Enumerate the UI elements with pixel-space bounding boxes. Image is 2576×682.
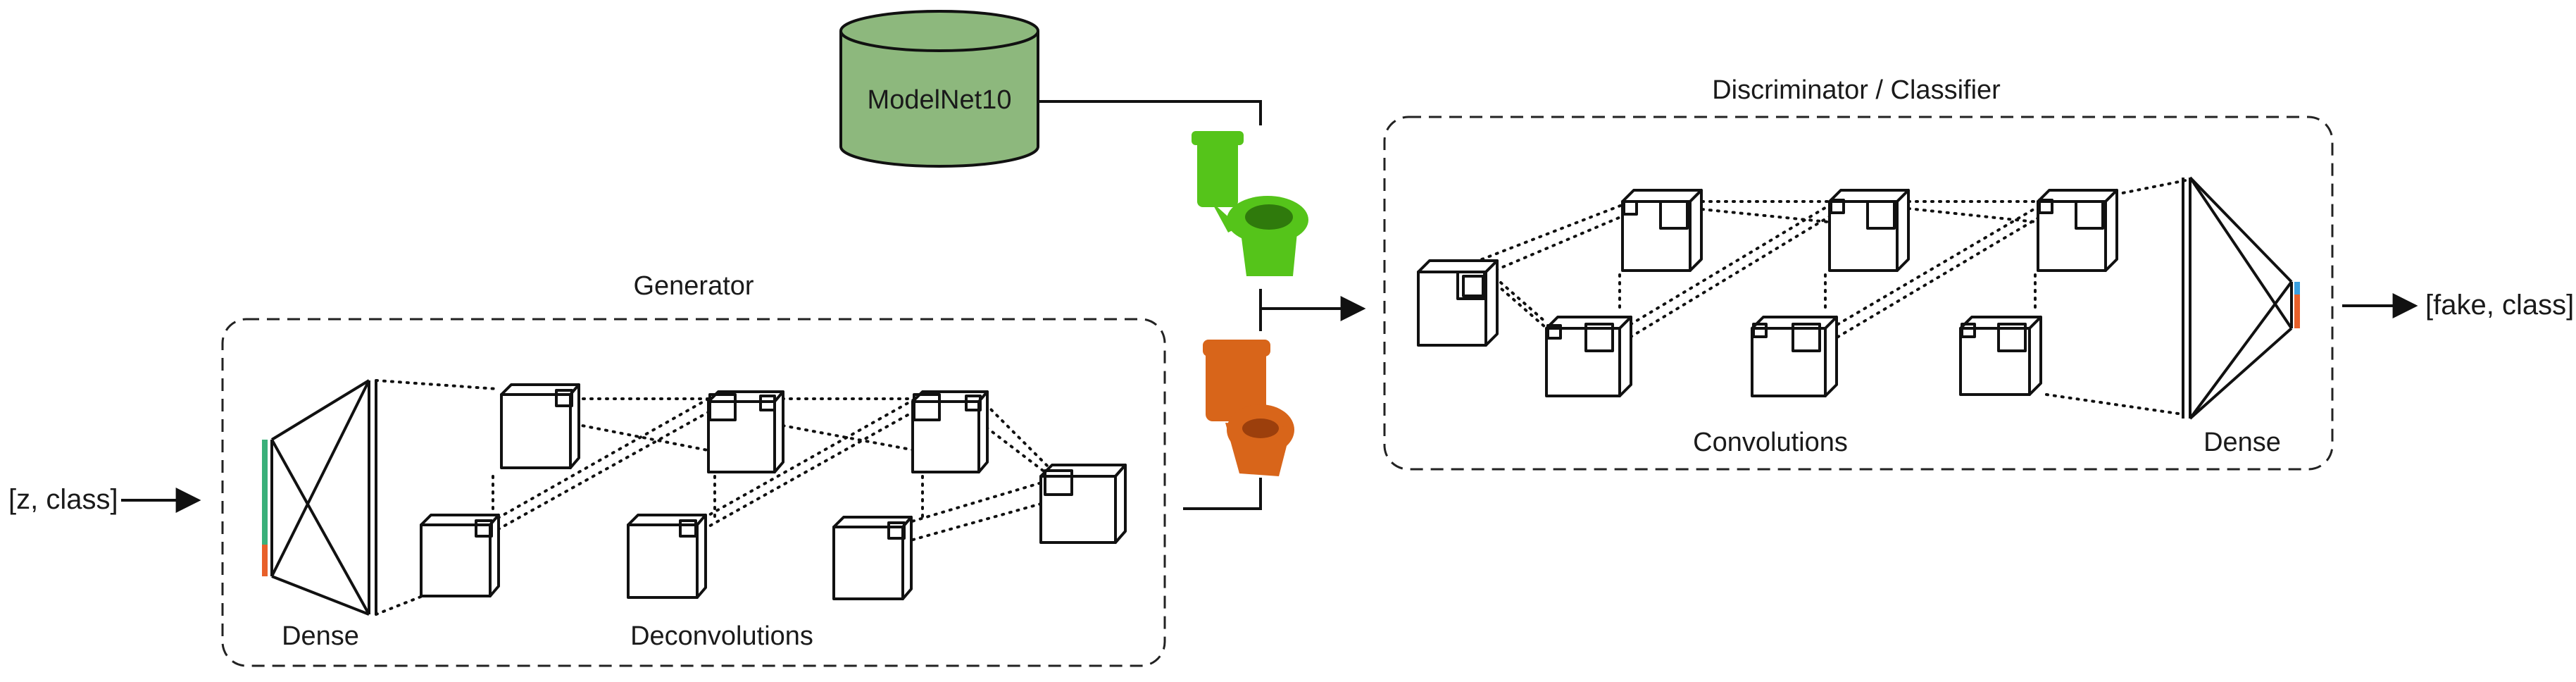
gen-cube-7-output [1039,464,1127,544]
disc-cube-2 [1545,316,1632,397]
gen-cube-5 [911,390,989,473]
generator-dense-layer [262,379,377,616]
output-label: [fake, class] [2425,290,2574,321]
disc-cube-5 [2037,189,2118,272]
generator-output-line [1183,478,1262,510]
discriminator-dense-layer [2182,176,2300,420]
dataset-line [1038,100,1262,125]
modelnet10-label: ModelNet10 [868,85,1012,115]
discriminator-dense-label: Dense [2203,428,2281,457]
generator-cubes [420,383,1127,600]
convolutions-label: Convolutions [1693,428,1848,457]
gen-cube-4 [627,514,707,599]
green-toilet-model-icon [1192,131,1308,276]
orange-toilet-model-icon [1203,340,1294,476]
disc-cube-1 [1621,189,1703,272]
discriminator-connections [1473,179,2187,416]
generator-dense-label: Dense [282,621,359,651]
generator-connections [375,379,1065,616]
deconvolutions-label: Deconvolutions [630,621,813,651]
gen-cube-3 [707,390,784,473]
gen-cube-1 [500,383,580,469]
input-label: [z, class] [8,484,118,515]
generator-title: Generator [633,271,754,301]
disc-cube-6 [1959,316,2042,396]
disc-cube-3 [1828,189,1910,272]
discriminator-cubes [1417,189,2118,397]
disc-cube-input [1417,259,1499,347]
modelnet10-database [839,10,1039,168]
discriminator-title: Discriminator / Classifier [1712,75,2001,105]
gen-cube-6 [832,516,913,600]
generator-box [221,318,1166,667]
gen-cube-2 [420,514,500,597]
disc-cube-4 [1751,316,1838,397]
discriminator-box [1383,116,2334,471]
